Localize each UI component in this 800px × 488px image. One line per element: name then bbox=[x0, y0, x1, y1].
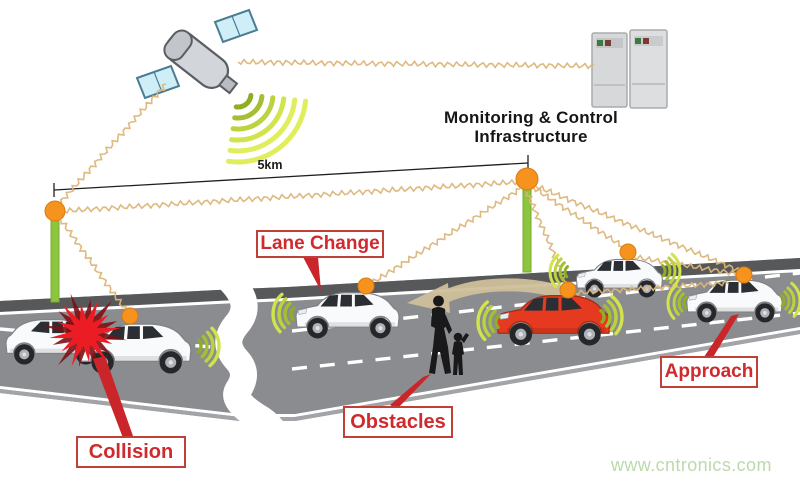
road-break bbox=[215, 265, 286, 443]
beacon-approach-car bbox=[735, 266, 753, 284]
signal-arcs-red-left bbox=[476, 300, 501, 342]
collision-burst bbox=[43, 293, 127, 373]
roadside-pole-left bbox=[50, 217, 60, 303]
callout-connectors bbox=[93, 257, 739, 438]
signal-arcs-approach-left bbox=[666, 283, 688, 320]
pedestrians bbox=[429, 295, 469, 375]
satellite-signal-arcs bbox=[226, 92, 309, 165]
signal-arcs-collision-right bbox=[196, 326, 221, 368]
rsu-beacon-right bbox=[515, 167, 539, 191]
callout-lane-change-text: Lane Change bbox=[260, 233, 380, 254]
distance-label: 5km bbox=[257, 158, 283, 172]
lane-change-car bbox=[295, 292, 400, 339]
beacon-red-car bbox=[559, 281, 577, 299]
callout-lane-change: Lane Change bbox=[256, 230, 384, 258]
callout-obstacles-text: Obstacles bbox=[350, 410, 446, 433]
signal-arcs-lane-change-left bbox=[271, 292, 296, 334]
satellite-icon bbox=[135, 8, 259, 100]
signal-arcs-platoon-right bbox=[661, 252, 682, 288]
beacon-platoon-car bbox=[619, 243, 637, 261]
watermark: www.cntronics.com bbox=[611, 455, 772, 475]
signal-arcs-red-right bbox=[599, 294, 624, 336]
callout-obstacles: Obstacles bbox=[343, 406, 453, 438]
server-racks-icon bbox=[591, 29, 668, 109]
signal-arcs-platoon-left bbox=[548, 253, 569, 289]
callout-collision: Collision bbox=[76, 436, 186, 468]
callout-collision-text: Collision bbox=[88, 440, 174, 463]
infrastructure-title: Monitoring & Control Infrastructure bbox=[420, 108, 642, 146]
infrastructure-title-line1: Monitoring & Control bbox=[444, 108, 618, 127]
rsu-beacon-left bbox=[44, 200, 66, 222]
beacon-collision-car bbox=[121, 307, 139, 325]
callout-approach-text: Approach bbox=[664, 361, 754, 382]
callout-approach: Approach bbox=[660, 356, 758, 388]
beacon-lane-change-car bbox=[357, 277, 375, 295]
red-car bbox=[496, 294, 611, 346]
approach-car bbox=[686, 279, 783, 323]
infrastructure-title-line2: Infrastructure bbox=[474, 127, 588, 147]
wireless-links bbox=[59, 58, 741, 313]
